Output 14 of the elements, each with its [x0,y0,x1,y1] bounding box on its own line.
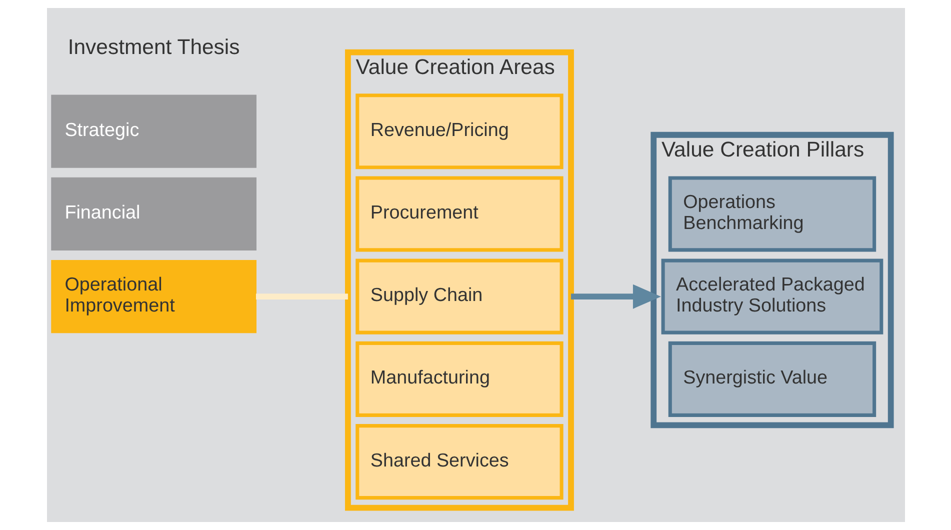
node-box: Manufacturing [355,341,563,417]
label: Investment Thesis [67,34,240,59]
node-box: Procurement [355,176,563,252]
node-box: Strategic [50,94,256,168]
node-box: Revenue/Pricing [355,94,563,170]
node-box: Shared Services [355,424,563,500]
node-box: Financial [50,177,256,251]
node-box: Supply Chain [355,258,563,334]
arrow [570,284,660,309]
node-box: Synergistic Value [668,341,876,417]
node-box: Accelerated Packaged Industry Solutions [660,258,883,334]
node-box: Operational Improvement [50,260,256,334]
connector [256,294,348,300]
node-box: Operations Benchmarking [668,176,876,252]
